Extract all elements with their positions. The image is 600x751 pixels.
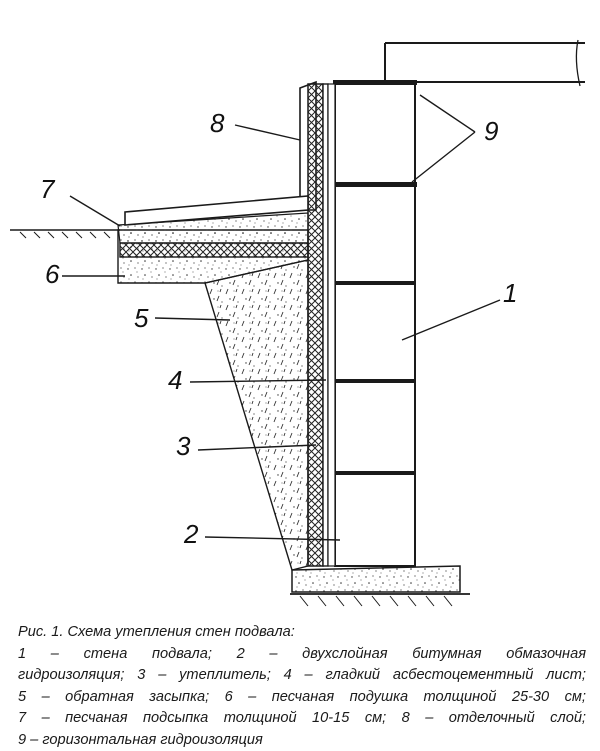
ground-surface <box>10 230 120 238</box>
caption-line: 5 – обратная засыпка; 6 – песчаная подуш… <box>18 687 586 709</box>
caption-title: Рис. 1. Схема утепления стен подвала: <box>18 622 586 644</box>
callout-9: 9 <box>484 116 498 146</box>
basement-wall-insulation-diagram: 1 2 3 4 5 6 7 8 9 <box>0 0 600 615</box>
callout-5: 5 <box>134 303 149 333</box>
callout-1: 1 <box>503 278 517 308</box>
callout-4: 4 <box>168 365 182 395</box>
asbestos-cement-sheet <box>323 84 328 566</box>
caption-line: гидроизоляция; 3 – утеплитель; 4 – гладк… <box>18 665 586 687</box>
callout-6: 6 <box>45 259 60 289</box>
caption-line: 7 – песчаная подсыпка толщиной 10-15 см;… <box>18 708 586 730</box>
callout-8: 8 <box>210 108 225 138</box>
caption-line: 1 – стена подвала; 2 – двухслойная битум… <box>18 644 586 666</box>
basement-wall <box>335 84 415 566</box>
callout-3: 3 <box>176 431 191 461</box>
backfill <box>205 260 308 570</box>
figure-caption: Рис. 1. Схема утепления стен подвала: 1 … <box>18 622 586 751</box>
callout-7: 7 <box>40 174 56 204</box>
bitumen-waterproofing <box>328 84 335 566</box>
footing <box>290 566 470 606</box>
caption-line: 9 – горизонтальная гидроизоляция <box>18 730 586 751</box>
insulation-layer <box>308 84 323 566</box>
floor-slab <box>385 40 585 86</box>
callout-2: 2 <box>183 519 199 549</box>
horizontal-insulation-board <box>120 243 308 257</box>
